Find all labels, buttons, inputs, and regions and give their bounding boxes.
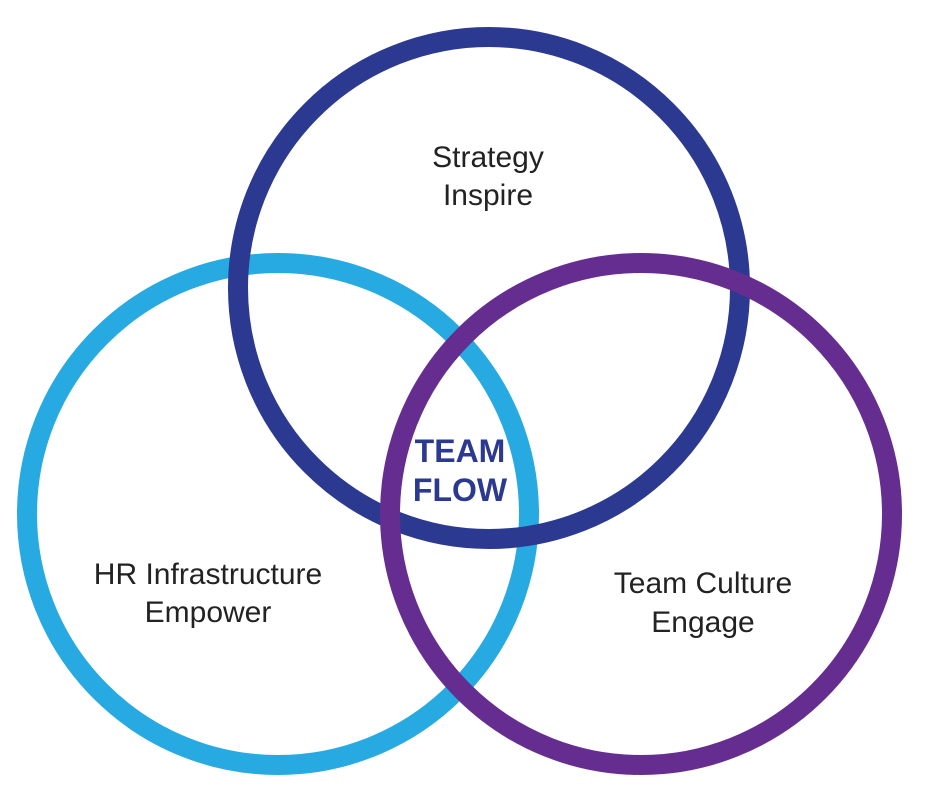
hr-infrastructure-circle bbox=[17, 253, 539, 775]
strategy-label-line2: Inspire bbox=[443, 179, 533, 212]
team-culture-circle bbox=[380, 253, 902, 775]
team-culture-label-line1: Team Culture bbox=[614, 567, 792, 600]
strategy-label-line1: Strategy bbox=[432, 141, 544, 174]
team-flow-label-line1: TEAM bbox=[415, 433, 506, 469]
team-culture-label-line2: Engage bbox=[651, 606, 754, 639]
team-flow-label-line2: FLOW bbox=[413, 472, 508, 508]
hr-infrastructure-label-line2: Empower bbox=[145, 596, 272, 629]
hr-infrastructure-label-line1: HR Infrastructure bbox=[94, 558, 322, 591]
